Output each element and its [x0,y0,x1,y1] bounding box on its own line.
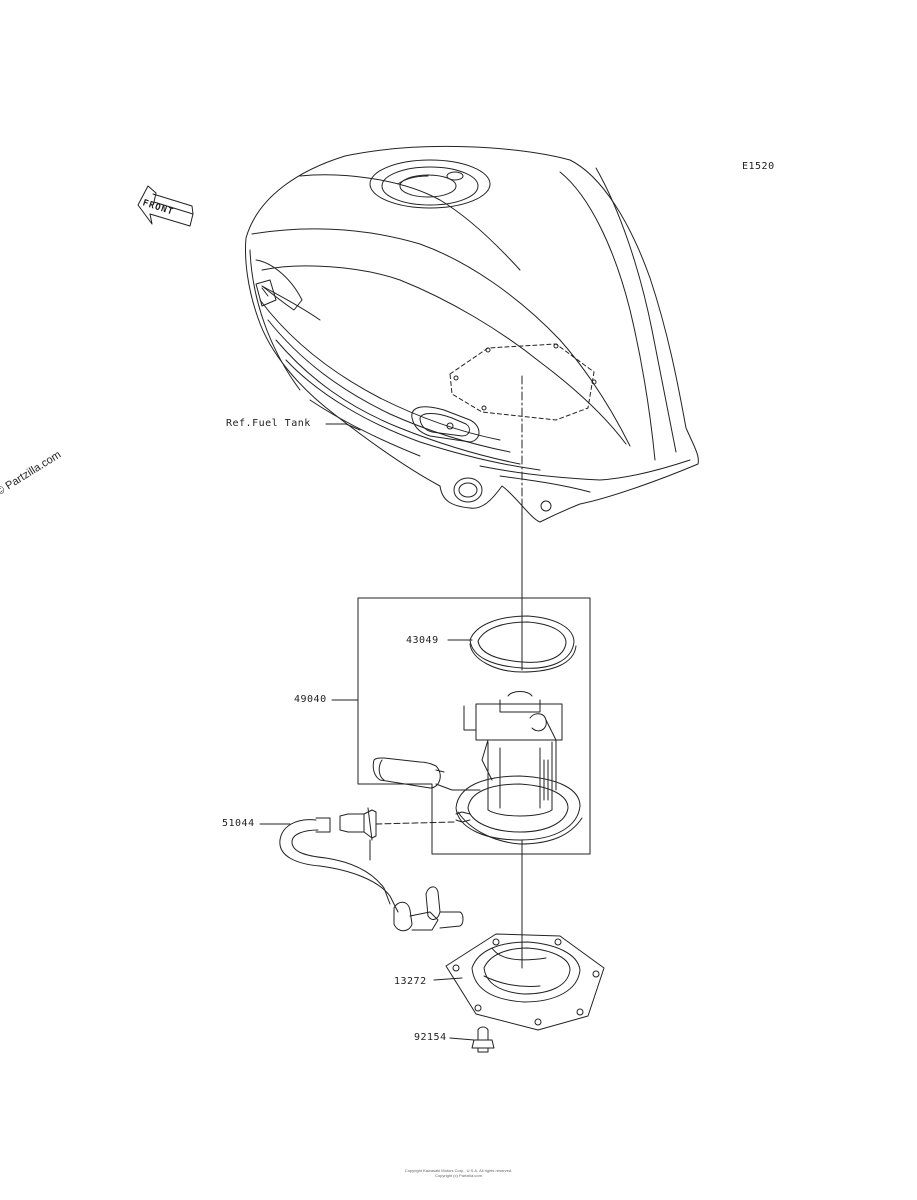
copyright-footer: Copyright Kawasaki Motors Corp., U.S.A. … [0,1168,917,1178]
retaining-plate[interactable] [445,933,605,1031]
bolt-icon[interactable] [471,1026,495,1053]
front-arrow-icon [137,185,194,227]
footer-line-2: Copyright (c) Partzilla.com [435,1173,482,1178]
part-number-43049[interactable]: 43049 [406,635,439,646]
footer-line-1: Copyright Kawasaki Motors Corp., U.S.A. … [404,1168,513,1173]
fuel-pump[interactable] [372,691,583,845]
part-number-49040[interactable]: 49040 [294,694,327,705]
fuel-tank-outline[interactable] [245,145,699,523]
part-number-51044[interactable]: 51044 [222,818,255,829]
gasket-ring[interactable] [469,615,577,673]
fuel-hose[interactable] [279,807,464,932]
reference-label-fuel-tank[interactable]: Ref.Fuel Tank [226,418,311,429]
part-number-13272[interactable]: 13272 [394,976,427,987]
assembly-box [357,597,591,855]
part-number-92154[interactable]: 92154 [414,1032,447,1043]
diagram-code: E1520 [742,161,775,172]
